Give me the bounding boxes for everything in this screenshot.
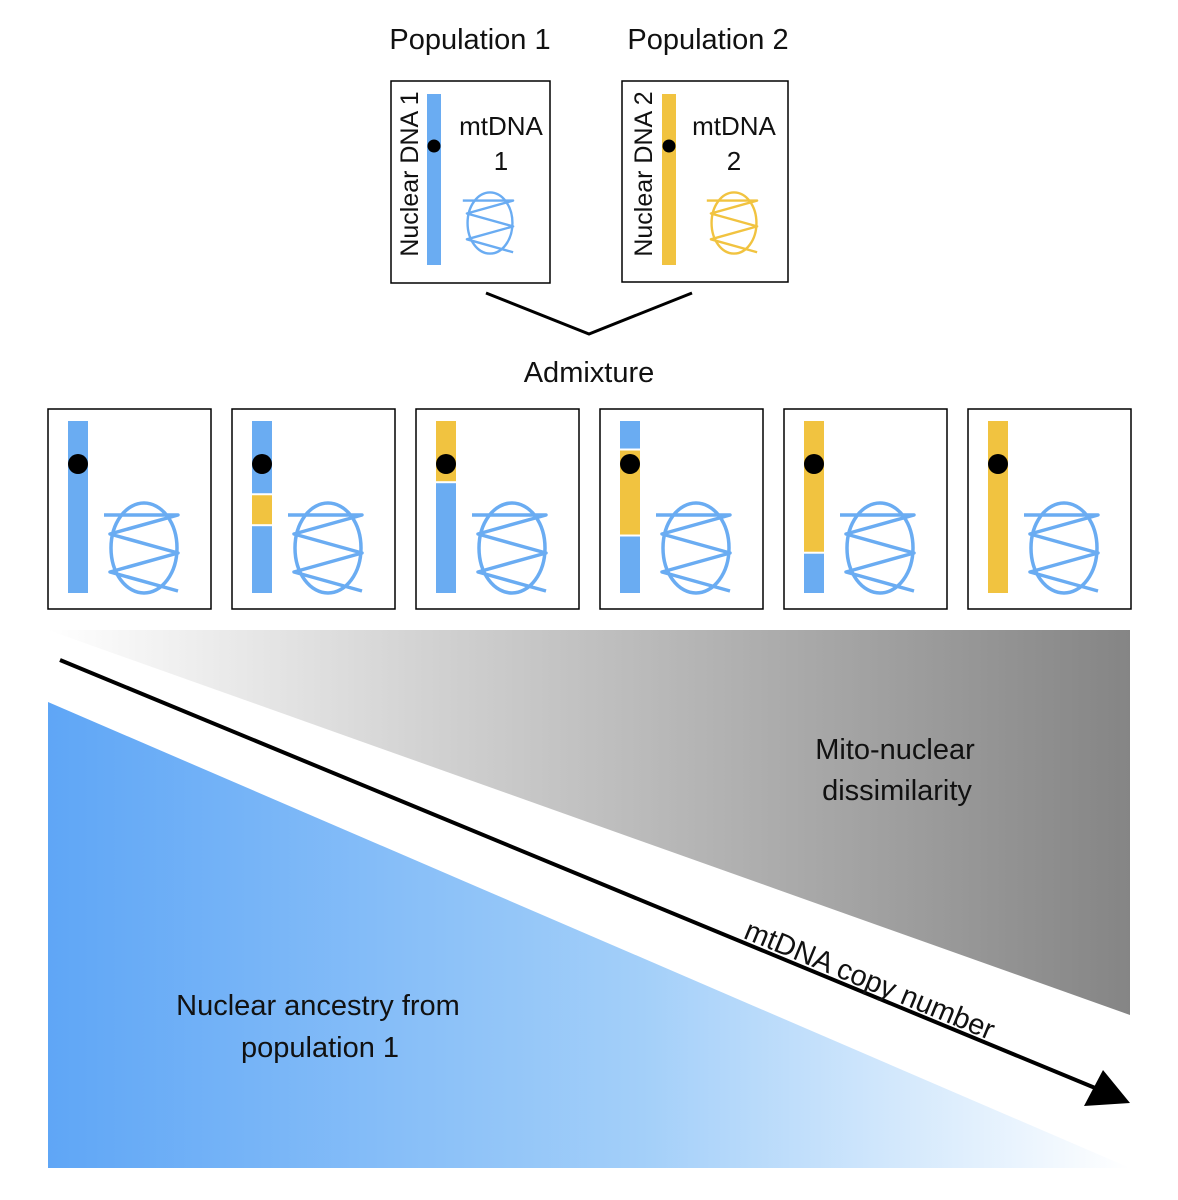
population-2-title: Population 2 <box>627 24 788 56</box>
chromosome-segment <box>804 553 824 593</box>
chromosome-segment <box>252 526 272 593</box>
population-1-nuclear-label: Nuclear DNA 1 <box>396 91 424 256</box>
dissimilarity-label-line1: Mito-nuclear <box>815 734 975 766</box>
population-2-centromere <box>662 139 676 153</box>
dissimilarity-label-line2: dissimilarity <box>822 775 972 807</box>
admixed-individual-5 <box>783 408 948 610</box>
chromosome-segment <box>252 495 272 525</box>
centromere <box>620 454 640 474</box>
mito-nuclear-dissimilarity-wedge <box>48 630 1130 1015</box>
admixed-individual-1 <box>47 408 212 610</box>
population-1-nuclear-chromosome <box>427 94 441 265</box>
population-2-mtdna-number: 2 <box>727 146 741 176</box>
population-2-box <box>621 80 789 283</box>
admixed-individual-3 <box>415 408 580 610</box>
ancestry-label-line2: population 1 <box>241 1032 399 1064</box>
nuclear-ancestry-wedge <box>48 702 1130 1168</box>
chromosome-segment <box>620 536 640 593</box>
admixture-label: Admixture <box>524 357 655 389</box>
centromere <box>804 454 824 474</box>
population-2-mtdna-label: mtDNA <box>692 111 776 141</box>
centromere <box>68 454 88 474</box>
admixed-individual-4 <box>599 408 764 610</box>
centromere <box>988 454 1008 474</box>
centromere <box>252 454 272 474</box>
population-1-centromere <box>427 139 441 153</box>
population-2-nuclear-label: Nuclear DNA 2 <box>630 91 658 256</box>
population-2-nuclear-chromosome <box>662 94 676 265</box>
mtdna-copy-number-arrow-shaft <box>59 658 1101 1092</box>
ancestry-label-line1: Nuclear ancestry from <box>176 990 460 1022</box>
population-1-mtdna-number: 1 <box>494 146 508 176</box>
admixed-individuals-row <box>47 408 1132 610</box>
chromosome-segment <box>620 421 640 449</box>
chromosome-segment <box>68 421 88 593</box>
chromosome-segment <box>436 483 456 593</box>
admixed-individual-2 <box>231 408 396 610</box>
population-1-title: Population 1 <box>389 24 550 56</box>
population-1-group: Population 1 Nuclear DNA 1 mtDNA 1 <box>389 24 551 284</box>
admixed-individual-6 <box>967 408 1132 610</box>
chromosome-segment <box>988 421 1008 593</box>
admixture-merge-lines <box>485 291 693 336</box>
mtdna-copy-number-arrowhead <box>1084 1070 1130 1106</box>
chromosome-segment <box>804 421 824 552</box>
centromere <box>436 454 456 474</box>
population-2-group: Population 2 Nuclear DNA 2 mtDNA 2 <box>621 24 789 283</box>
population-1-box <box>390 80 551 284</box>
population-1-mtdna-label: mtDNA <box>459 111 543 141</box>
